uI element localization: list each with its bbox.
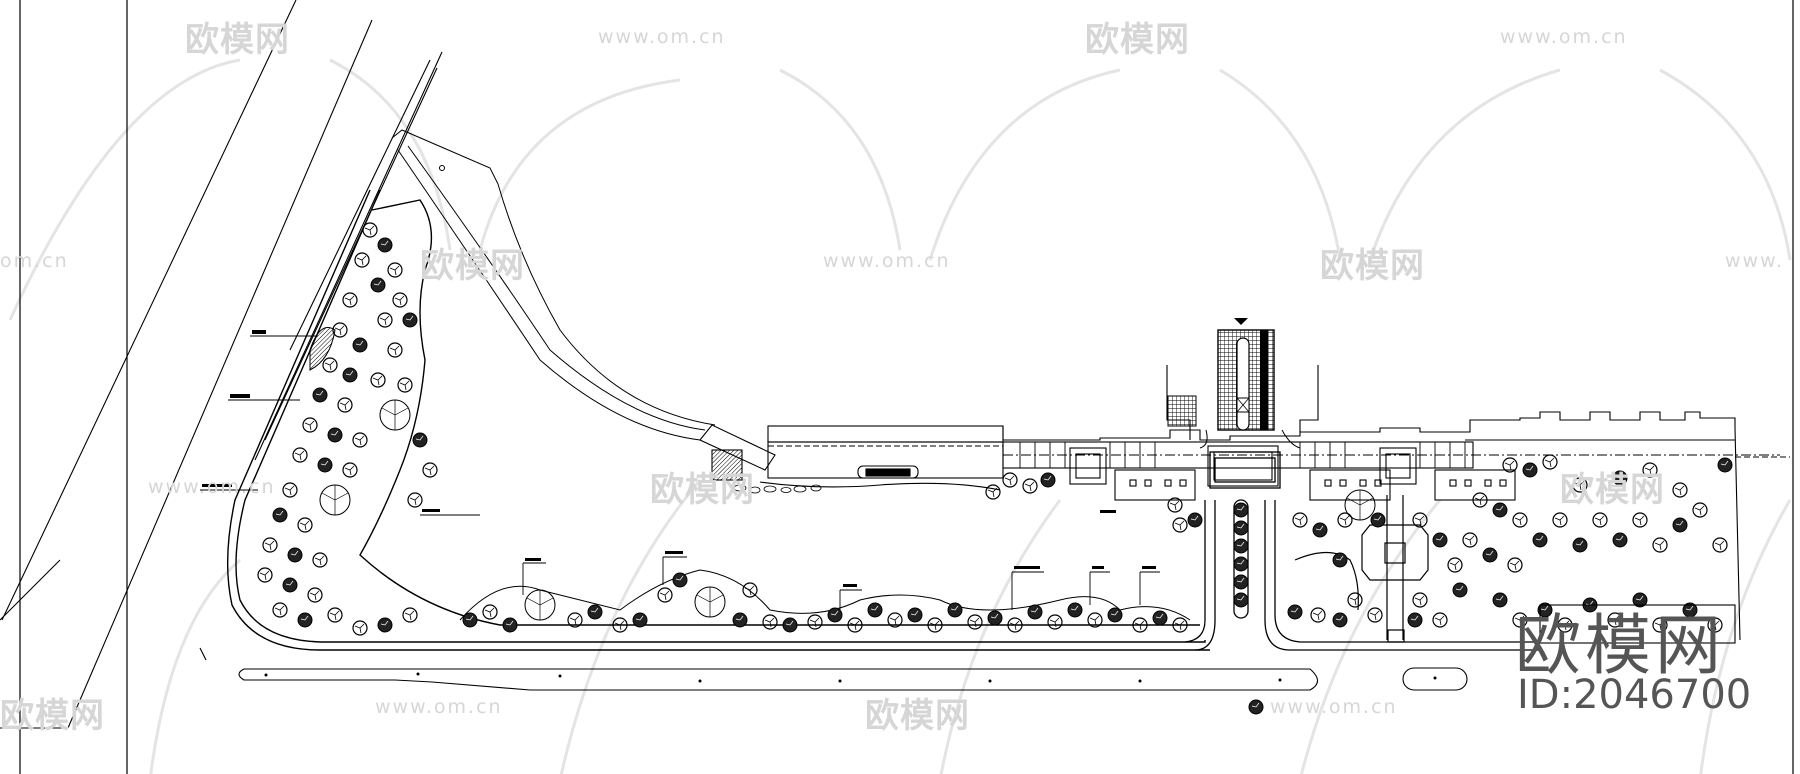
- west-entry-court: [985, 472, 1203, 533]
- curved-north-path: [391, 129, 716, 441]
- brand-id-label: ID:2046700: [1517, 672, 1752, 718]
- annotation-leaders: [200, 335, 1160, 610]
- tree-cluster-west: [257, 222, 438, 636]
- drawing-frame: [19, 0, 1794, 774]
- median-trees: [1233, 502, 1249, 608]
- south-road: [199, 647, 1468, 691]
- tree-cluster-south: [459, 569, 1191, 633]
- south-road-markers: [264, 672, 1437, 683]
- avenue-roads: [1184, 451, 1540, 651]
- east-outline: [1539, 604, 1736, 644]
- annotation-marks: [202, 330, 1156, 587]
- triangular-park: [226, 189, 1210, 651]
- west-road-lines: [0, 0, 443, 729]
- brand-logo-text: 欧模网: [1515, 607, 1725, 684]
- stepping-stones: [733, 484, 822, 494]
- watermark-arcs: [8, 58, 1792, 774]
- gate-tower: [1167, 318, 1301, 449]
- central-building: [699, 424, 1004, 494]
- tree-symbol-south: [1248, 699, 1264, 715]
